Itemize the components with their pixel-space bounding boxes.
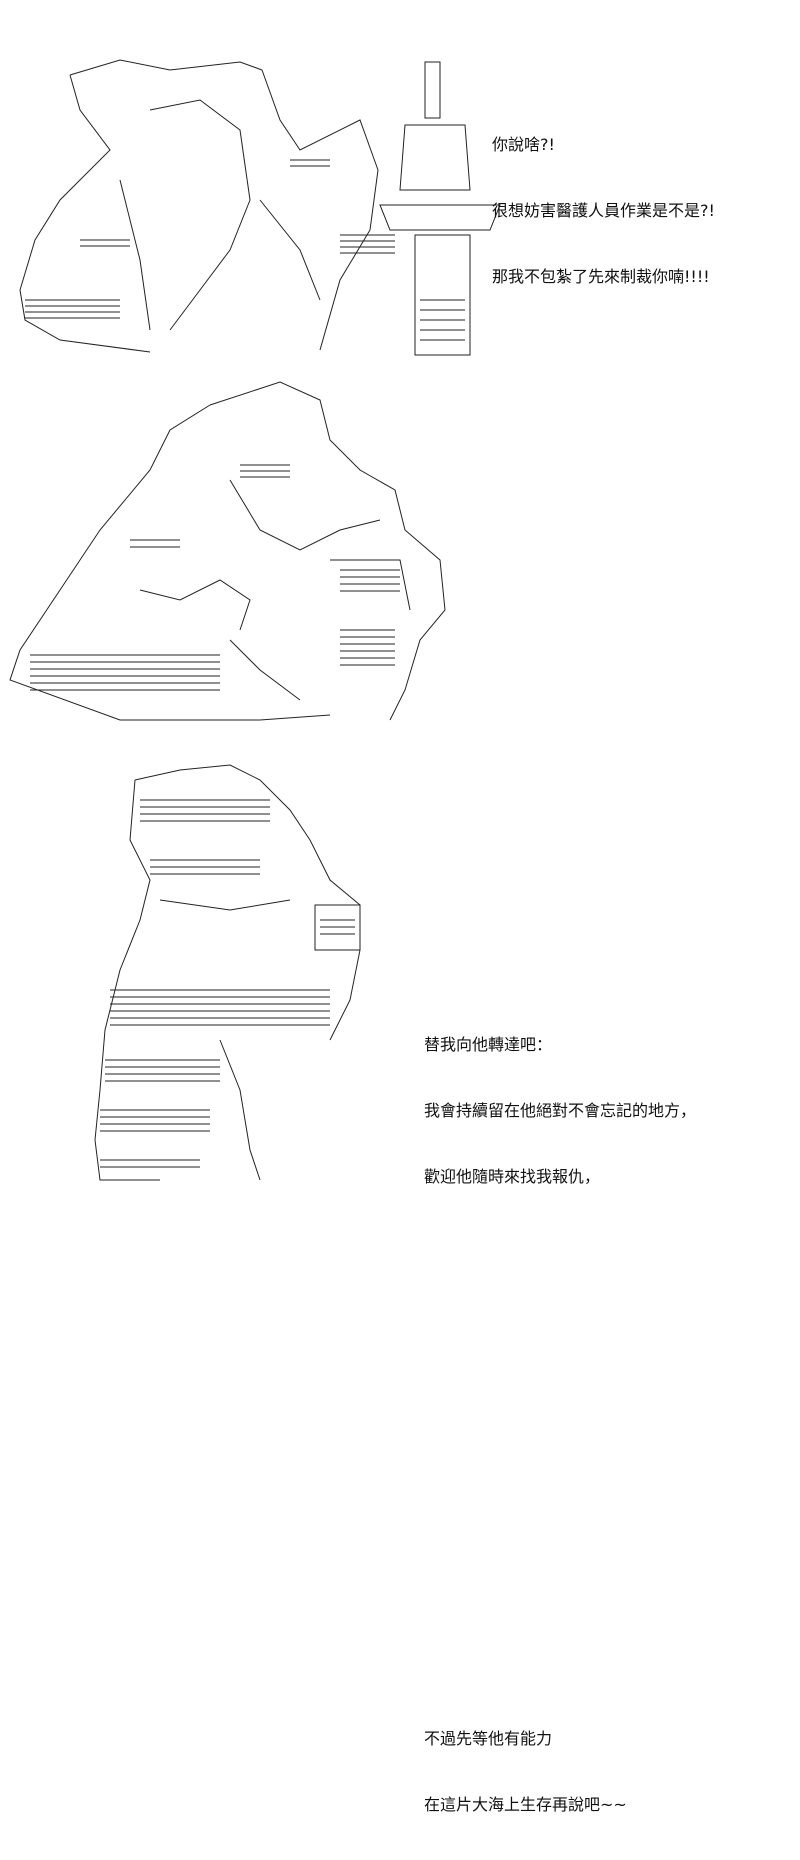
speech-line: 歡迎他隨時來找我報仇， [424, 1167, 601, 1186]
speech-line: 你說啥?! [492, 135, 555, 154]
panel-2: 替我向他轉達吧： 我會持續留在他絕對不會忘記的地方， 歡迎他隨時來找我報仇， [0, 370, 800, 1186]
ascii-art-figure-standing [94, 764, 361, 1181]
ascii-art-figure-lying [9, 381, 446, 721]
speech-line: 在這片大海上生存再說吧~~ [424, 1795, 627, 1814]
speech-text-2: 替我向他轉達吧： 我會持續留在他絕對不會忘記的地方， 歡迎他隨時來找我報仇， [424, 990, 696, 1232]
speech-line: 那我不包紮了先來制裁你喃!!!! [492, 267, 710, 286]
speech-line: 很想妨害醫護人員作業是不是?! [492, 201, 715, 220]
speech-line: 不過先等他有能力 [424, 1729, 553, 1748]
speech-text-3: 不過先等他有能力 在這片大海上生存再說吧~~ [424, 1684, 627, 1860]
panel-3: 不過先等他有能力 在這片大海上生存再說吧~~ [0, 740, 800, 1814]
ascii-art-figure-with-lance [19, 59, 501, 356]
speech-text-1: 你說啥?! 很想妨害醫護人員作業是不是?! 那我不包紮了先來制裁你喃!!!! [492, 90, 715, 332]
panel-1: 你說啥?! 很想妨害醫護人員作業是不是?! 那我不包紮了先來制裁你喃!!!! [0, 0, 800, 370]
speech-line: 替我向他轉達吧： [424, 1035, 553, 1054]
speech-line: 我會持續留在他絕對不會忘記的地方， [424, 1101, 697, 1120]
